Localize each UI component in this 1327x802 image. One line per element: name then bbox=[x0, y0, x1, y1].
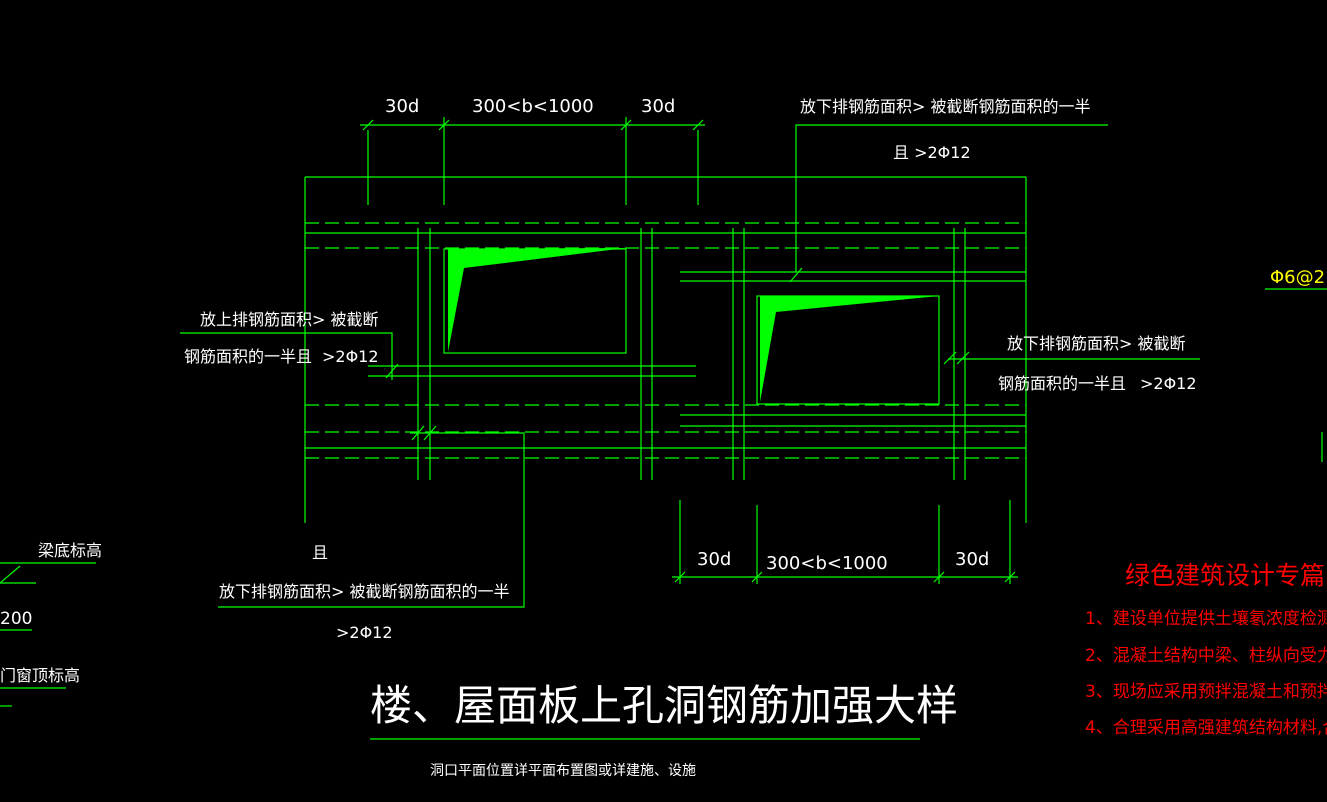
note-top-right-2: 且 >2Φ12 bbox=[893, 143, 971, 162]
tick bbox=[1004, 571, 1016, 583]
green-panel-heading: 绿色建筑设计专篇: bbox=[1125, 561, 1327, 590]
page-subtitle: 洞口平面位置详平面布置图或详建施、设施 bbox=[430, 763, 696, 779]
tick bbox=[789, 267, 803, 283]
right-marker-label: Φ6@2 bbox=[1270, 267, 1325, 288]
dim-label-top-left: 30d bbox=[385, 96, 419, 117]
green-panel-item: 3、现场应采用预拌混凝土和预拌砂 bbox=[1085, 682, 1327, 702]
note-right-2: 钢筋面积的一半且 bbox=[998, 374, 1126, 393]
tick bbox=[692, 119, 704, 131]
note-bottom-1: 且 bbox=[312, 543, 328, 562]
text-layer: 30d 300<b<1000 30d 30d 300<b<1000 30d 放下… bbox=[0, 96, 1325, 779]
note-top-right-1: 放下排钢筋面积> 被截断钢筋面积的一半 bbox=[800, 97, 1091, 116]
green-panel-item: 2、混凝土结构中梁、柱纵向受力普 bbox=[1085, 646, 1327, 666]
beam-bottom-label: 梁底标高 bbox=[38, 541, 102, 560]
dim-label-bot-left: 30d bbox=[697, 549, 731, 570]
elev-marker bbox=[0, 565, 21, 584]
tick bbox=[438, 119, 450, 131]
tick bbox=[411, 425, 425, 441]
note-bottom-3: >2Φ12 bbox=[336, 623, 393, 642]
leader-left bbox=[180, 332, 393, 380]
leader-bottom bbox=[218, 432, 525, 608]
green-panel-item: 4、合理采用高强建筑结构材料,合理 bbox=[1085, 718, 1327, 738]
note-right-3: >2Φ12 bbox=[1140, 374, 1197, 393]
tick bbox=[933, 571, 945, 583]
note-left-3: >2Φ12 bbox=[322, 347, 379, 366]
tick bbox=[385, 363, 399, 379]
tick bbox=[362, 119, 374, 131]
leader-top-right bbox=[795, 124, 1108, 272]
tick bbox=[423, 425, 437, 441]
note-left-1: 放上排钢筋面积> 被截断 bbox=[200, 310, 379, 329]
dim-label-bot-mid: 300<b<1000 bbox=[766, 553, 888, 574]
green-panel-item: 1、建设单位提供土壤氡浓度检测报 bbox=[1085, 608, 1327, 629]
opening-2 bbox=[756, 295, 940, 405]
drawing-lines bbox=[0, 117, 1327, 740]
note-left-2: 钢筋面积的一半且 bbox=[184, 347, 312, 366]
tick bbox=[674, 571, 686, 583]
elevation-value: 200 bbox=[0, 609, 32, 629]
fill-triangle-2 bbox=[760, 296, 939, 402]
fill-triangle-1 bbox=[448, 248, 626, 352]
green-building-panel: 绿色建筑设计专篇: 1、建设单位提供土壤氡浓度检测报 2、混凝土结构中梁、柱纵向… bbox=[1085, 561, 1327, 738]
tick bbox=[956, 351, 970, 365]
tick bbox=[620, 119, 632, 131]
window-top-label: 门窗顶标高 bbox=[0, 666, 80, 685]
dim-label-bot-right: 30d bbox=[955, 549, 989, 570]
note-bottom-2: 放下排钢筋面积> 被截断钢筋面积的一半 bbox=[219, 582, 510, 601]
page-title: 楼、屋面板上孔洞钢筋加强大样 bbox=[370, 681, 958, 730]
note-right-1: 放下排钢筋面积> 被截断 bbox=[1007, 334, 1186, 353]
tick bbox=[943, 351, 957, 365]
dim-label-top-right: 30d bbox=[641, 96, 675, 117]
dim-label-top-mid: 300<b<1000 bbox=[472, 96, 594, 117]
tick bbox=[751, 571, 763, 583]
